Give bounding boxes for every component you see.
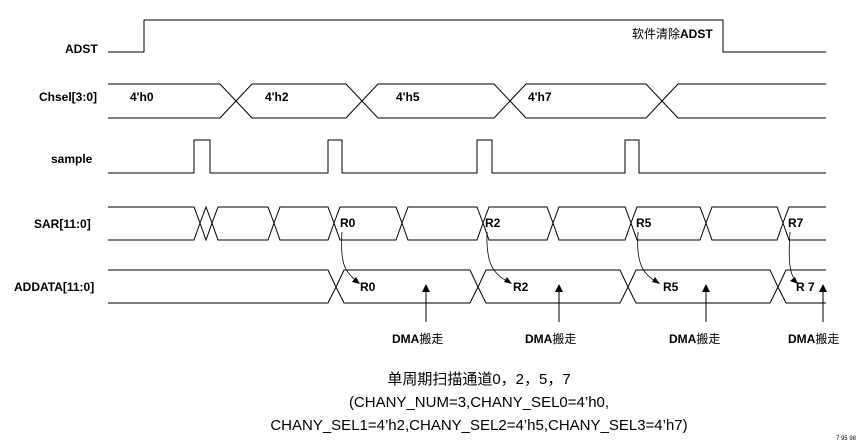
adst-clear-note: 软件清除ADST (632, 26, 713, 41)
transfer-arrow-1 (486, 231, 510, 283)
addata-value-3: R 7 (796, 280, 815, 294)
transfer-arrowhead-0 (352, 277, 360, 284)
dma-arrow-2-head (702, 284, 710, 292)
dma-label-2-prefix: DMA (669, 332, 697, 346)
dma-arrow-0-head (422, 284, 430, 292)
chsel-value-0: 4'h0 (130, 90, 154, 104)
transfer-arrows (341, 231, 798, 284)
dma-arrow-1-head (555, 284, 563, 292)
transfer-arrowhead-2 (652, 277, 660, 284)
chsel-label: Chsel[3:0] (39, 90, 97, 104)
addata-value-1: R2 (513, 280, 529, 294)
dma-label-0-prefix: DMA (392, 332, 420, 346)
dma-arrows (422, 284, 827, 322)
dma-label-1: DMA搬走 (525, 331, 576, 346)
dma-label-2-suffix: 搬走 (696, 331, 720, 346)
adst-label: ADST (65, 42, 98, 56)
chsel-value-2: 4'h5 (396, 90, 420, 104)
sar-value-2: R5 (636, 216, 652, 230)
chsel-value-3: 4'h7 (528, 90, 552, 104)
dma-label-3: DMA搬走 (788, 331, 839, 346)
dma-label-1-prefix: DMA (525, 332, 553, 346)
caption-line-1: 单周期扫描通道0，2，5，7 (387, 371, 570, 388)
footnote: 7 95 98 (836, 436, 857, 442)
sar-waveform (108, 205, 826, 242)
caption-line-3: CHANY_SEL1=4’h2,CHANY_SEL2=4’h5,CHANY_SE… (270, 417, 687, 434)
adst-clear-note-text: 软件清除 (632, 26, 680, 41)
dma-label-1-suffix: 搬走 (552, 331, 576, 346)
addata-waveform (108, 269, 826, 304)
sar-label: SAR[11:0] (34, 217, 91, 231)
caption-line-2: (CHANY_NUM=3,CHANY_SEL0=4’h0, (349, 394, 609, 411)
transfer-arrowhead-1 (504, 277, 512, 284)
sample-label: sample (51, 152, 93, 166)
sar-value-3: R7 (788, 216, 804, 230)
dma-label-2: DMA搬走 (669, 331, 720, 346)
sample-waveform (108, 139, 826, 174)
chsel-value-1: 4'h2 (265, 90, 289, 104)
dma-arrow-3-head (819, 284, 827, 292)
sar-value-0: R0 (340, 216, 356, 230)
chsel-waveform (108, 83, 826, 119)
addata-value-0: R0 (360, 280, 376, 294)
dma-label-0: DMA搬走 (392, 331, 443, 346)
adst-waveform (108, 19, 826, 53)
addata-value-2: R5 (663, 280, 679, 294)
dma-label-3-suffix: 搬走 (815, 331, 839, 346)
dma-label-3-prefix: DMA (788, 332, 816, 346)
sar-value-1: R2 (485, 216, 501, 230)
adst-clear-note-signal: ADST (680, 27, 713, 41)
dma-label-0-suffix: 搬走 (419, 331, 443, 346)
transfer-arrow-3 (788, 231, 796, 281)
transfer-arrowhead-3 (790, 277, 798, 284)
addata-label: ADDATA[11:0] (14, 280, 94, 294)
